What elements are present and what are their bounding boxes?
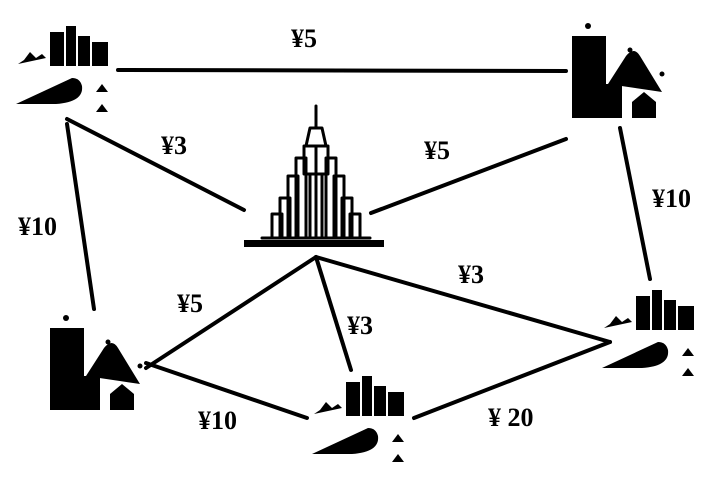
price-label-right-vertical: ¥10 xyxy=(652,184,691,213)
edge-bottom-right xyxy=(412,340,612,420)
edge-left-vertical xyxy=(65,122,96,311)
edge-right-vertical xyxy=(618,126,652,281)
city-mountain-icon xyxy=(50,315,143,410)
skyscraper-icon xyxy=(244,104,384,247)
price-label-left-center: ¥3 xyxy=(161,131,187,160)
edge-center-bottom xyxy=(314,255,353,372)
city-mountain-icon xyxy=(572,23,665,118)
edge-center-right xyxy=(314,255,612,344)
edge-right-center xyxy=(369,137,568,215)
price-label-lowerleft-bottom: ¥10 xyxy=(198,406,237,435)
price-label-center-lowerleft: ¥5 xyxy=(177,289,203,318)
edge-left-center xyxy=(65,117,246,212)
edge-lowerleft-bottom xyxy=(144,361,309,420)
price-label-center-bottom: ¥3 xyxy=(347,311,373,340)
price-label-bottom-right: ¥ 20 xyxy=(488,403,534,432)
price-label-top: ¥5 xyxy=(291,24,317,53)
city-coast-icon xyxy=(16,26,108,120)
city-coast-icon xyxy=(602,290,694,384)
price-label-center-right: ¥3 xyxy=(458,260,484,289)
edge-center-lowerleft xyxy=(144,255,318,370)
edge-top xyxy=(116,68,568,73)
price-label-right-center: ¥5 xyxy=(424,136,450,165)
city-coast-icon xyxy=(312,376,404,470)
price-label-left-vertical: ¥10 xyxy=(18,212,57,241)
